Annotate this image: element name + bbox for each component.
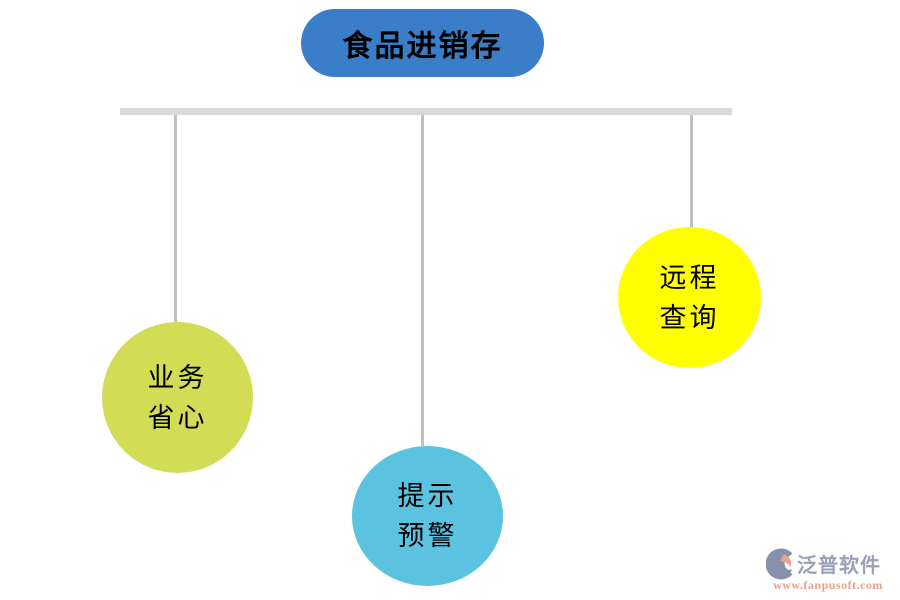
- node-business-worry-free: 业务 省心: [102, 322, 253, 473]
- root-node: 食品进销存: [301, 9, 544, 77]
- connector-line-right: [690, 115, 693, 227]
- brand-watermark-row: 泛普软件: [766, 547, 890, 580]
- connector-line-middle: [421, 115, 424, 446]
- node-label-line: 省心: [147, 402, 208, 433]
- node-label-line: 远程: [659, 262, 720, 293]
- brand-url: www.fanpusoft.com: [773, 578, 883, 592]
- node-label-line: 业务: [147, 362, 208, 393]
- brand-name: 泛普软件: [797, 555, 881, 577]
- brand-watermark: 泛普软件 www.fanpusoft.com: [766, 547, 890, 593]
- node-alert-warning: 提示 预警: [352, 446, 503, 586]
- node-label-line: 查询: [659, 302, 720, 333]
- root-node-label: 食品进销存: [342, 30, 503, 63]
- node-remote-query: 远程 查询: [618, 227, 761, 368]
- node-label-line: 预警: [397, 521, 458, 551]
- connector-line-left: [174, 115, 177, 322]
- node-label-line: 提示: [397, 481, 458, 511]
- fanpu-logo-icon: [766, 548, 793, 580]
- connector-horizontal-bar: [120, 108, 732, 115]
